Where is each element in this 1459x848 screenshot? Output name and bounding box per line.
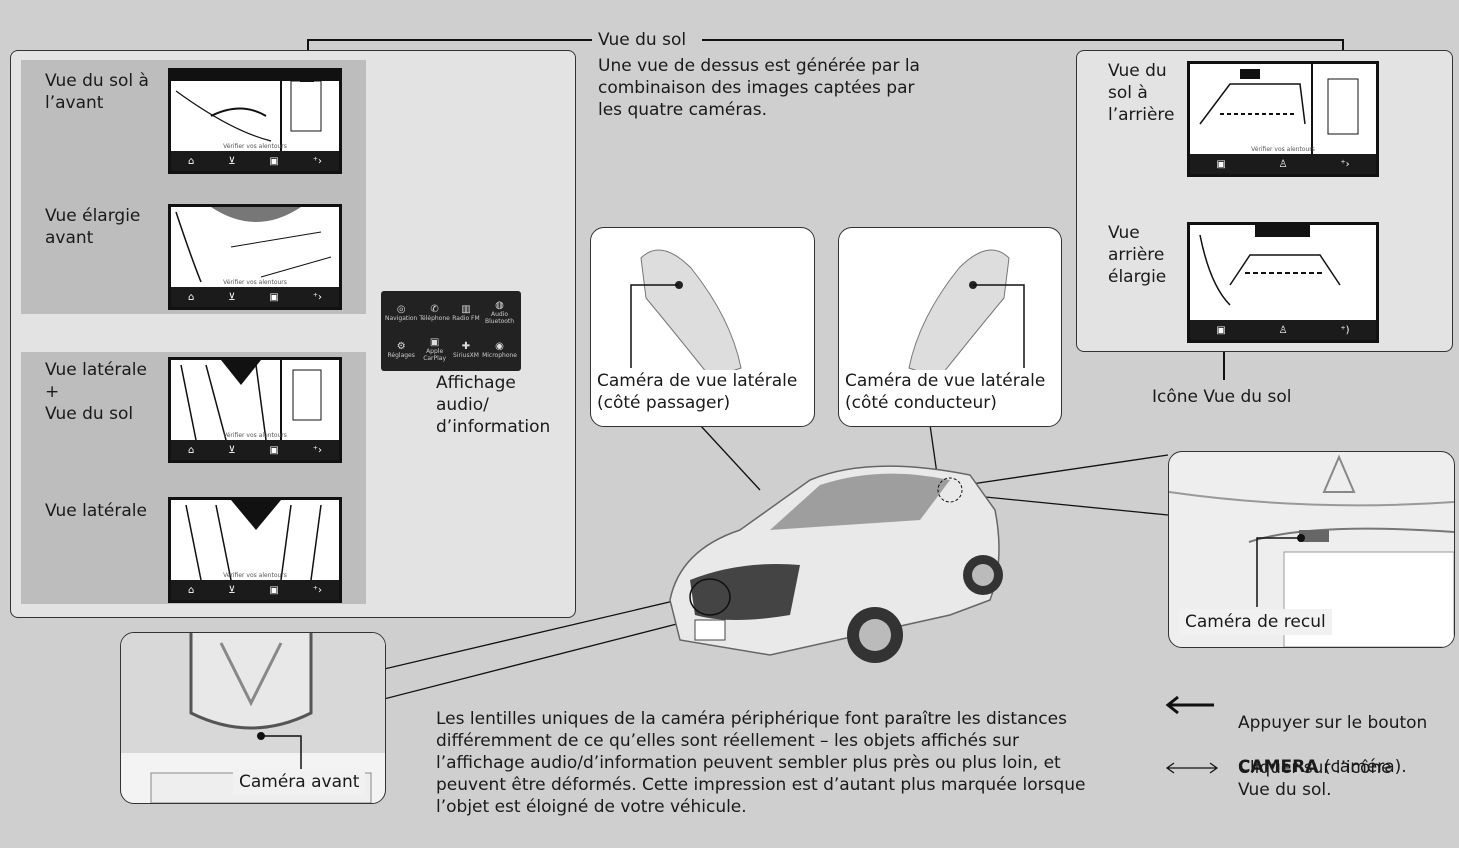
legend-press: Appuyer sur le bouton CAMERA (caméra). [1238,690,1427,778]
app-tile[interactable]: ▣Apple CarPlay [419,332,449,367]
front-view-icon[interactable]: ⌂ [187,584,195,596]
screen-caption: Vérifier vos alentours [223,572,287,579]
app-label: Microphone [482,351,517,359]
front-wide-image [175,207,332,283]
legend-click: Cliquer sur l’icône Vue du sol. [1238,758,1392,800]
more-icon[interactable]: ⁺› [312,155,323,167]
app-icon: ✚ [461,340,471,352]
rear-wide-image [1199,225,1341,306]
callout-rear-camera: Caméra de recul [1168,451,1455,648]
label-vue-arriere-elargie: Vue arrière élargie [1108,223,1167,287]
more-icon[interactable]: ⁺› [312,444,323,456]
app-icon: ◉ [495,340,504,352]
callout-driver-mirror: Caméra de vue latérale (côté conducteur) [838,227,1062,427]
screen-caption: Vérifier vos alentours [223,143,287,150]
label-vue-sol-avant: Vue du sol à l’avant [45,71,149,113]
screen-side-ground: Vérifier vos alentours ⌂ ⊻ ▣ ⁺› [168,357,342,463]
wide-view-icon[interactable]: ⊻ [228,584,236,596]
label-cam-passager: Caméra de vue latérale (côté passager) [597,370,798,414]
app-label: Apple CarPlay [423,348,447,362]
legend-press-suffix: (caméra). [1318,757,1407,777]
callout-front-camera: Caméra avant [120,632,386,804]
label-vue-du-sol-desc: Une vue de dessus est générée par la com… [598,56,920,120]
app-label: Radio FM [452,314,480,322]
app-tile[interactable]: ⚙Réglages [385,332,417,367]
app-tile[interactable]: ◍Audio Bluetooth [482,295,517,330]
label-vue-du-sol-title: Vue du sol [598,30,687,50]
label-cam-avant: Caméra avant [233,769,366,795]
legend-press-prefix: Appuyer sur le bouton [1238,713,1428,733]
ground-view-icon[interactable]: ▣ [269,155,279,167]
app-icon: ✆ [430,303,439,315]
rear-view-icon[interactable]: ♙ [1278,158,1288,170]
screen-side: Vérifier vos alentours ⌂ ⊻ ▣ ⁺› [168,497,342,603]
screen-toolbar: ▣ ♙ ⁺) [1190,320,1376,340]
app-label: Navigation [385,314,418,322]
app-label: Téléphone [419,314,450,322]
legend-press-keyword: CAMERA [1238,757,1319,777]
screen-toolbar: ▣ ♙ ⁺› [1190,154,1376,174]
label-affichage: Affichage audio/ d’information [436,373,551,437]
label-cam-recul: Caméra de recul [1179,609,1332,635]
app-icon: ◍ [495,300,504,311]
screen-caption: Vérifier vos alentours [223,432,287,439]
callout-passenger-mirror: Caméra de vue latérale (côté passager) [590,227,815,427]
app-tile[interactable]: ◎Navigation [385,295,417,330]
ground-view-icon[interactable]: ▣ [1216,158,1226,170]
app-tile[interactable]: ✚SiriusXM [452,332,480,367]
screen-toolbar: ⌂ ⊻ ▣ ⁺› [171,151,339,171]
app-icon: ◎ [396,303,406,315]
screen-toolbar: ⌂ ⊻ ▣ ⁺› [171,287,339,307]
driver-mirror-image [908,249,1025,379]
side-image [185,500,322,581]
audio-display-home: ◎Navigation✆Téléphone▥Radio FM◍Audio Blu… [381,291,521,371]
app-tile[interactable]: ◉Microphone [482,332,517,367]
ground-view-icon[interactable]: ▣ [269,291,279,303]
passenger-mirror-image [630,249,742,379]
screen-caption: Vérifier vos alentours [223,279,287,286]
note-paragraph: Les lentilles uniques de la caméra périp… [436,709,1086,817]
app-icon: ▥ [461,303,471,315]
wide-view-icon[interactable]: ⊻ [228,155,236,167]
wide-view-icon[interactable]: ⊻ [228,444,236,456]
front-view-icon[interactable]: ⌂ [187,155,195,167]
screen-rear-ground: Vérifier vos alentours ▣ ♙ ⁺› [1187,61,1379,177]
app-icon: ▣ [429,337,440,348]
front-view-icon[interactable]: ⌂ [187,291,195,303]
more-icon[interactable]: ⁺› [1340,158,1350,170]
screen-rear-wide: ▣ ♙ ⁺) [1187,222,1379,343]
legend-arrows [1165,695,1219,774]
screen-front-wide: Vérifier vos alentours ⌂ ⊻ ▣ ⁺› [168,204,342,310]
ground-view-icon[interactable]: ▣ [269,584,279,596]
app-label: Réglages [387,351,415,359]
screen-front-ground: Vérifier vos alentours ⌂ ⊻ ▣ ⁺› [168,68,342,174]
label-vue-sol-arriere: Vue du sol à l’arrière [1108,61,1175,125]
screen-toolbar: ⌂ ⊻ ▣ ⁺› [171,440,339,460]
app-tile[interactable]: ▥Radio FM [452,295,480,330]
screen-toolbar: ⌂ ⊻ ▣ ⁺› [171,580,339,600]
label-vue-laterale-sol: Vue latérale + Vue du sol [45,360,147,424]
car-illustration [669,465,1003,663]
app-label: SiriusXM [453,351,479,359]
more-icon[interactable]: ⁺) [1340,324,1350,336]
more-icon[interactable]: ⁺› [312,584,323,596]
ground-view-icon[interactable]: ▣ [1216,324,1226,336]
label-cam-conducteur: Caméra de vue latérale (côté conducteur) [845,370,1046,414]
rear-view-icon[interactable]: ♙ [1278,324,1288,336]
app-tile[interactable]: ✆Téléphone [419,295,449,330]
more-icon[interactable]: ⁺› [312,291,323,303]
app-icon: ⚙ [396,340,406,352]
screen-caption: Vérifier vos alentours [1251,146,1315,153]
app-label: Audio Bluetooth [484,311,515,325]
front-camera-image [121,633,385,803]
label-vue-elargie-avant: Vue élargie avant [45,206,141,248]
wide-view-icon[interactable]: ⊻ [228,291,236,303]
label-icone-vue-sol: Icône Vue du sol [1152,387,1292,407]
label-vue-laterale: Vue latérale [45,501,147,521]
front-view-icon[interactable]: ⌂ [187,444,195,456]
ground-view-icon[interactable]: ▣ [269,444,279,456]
